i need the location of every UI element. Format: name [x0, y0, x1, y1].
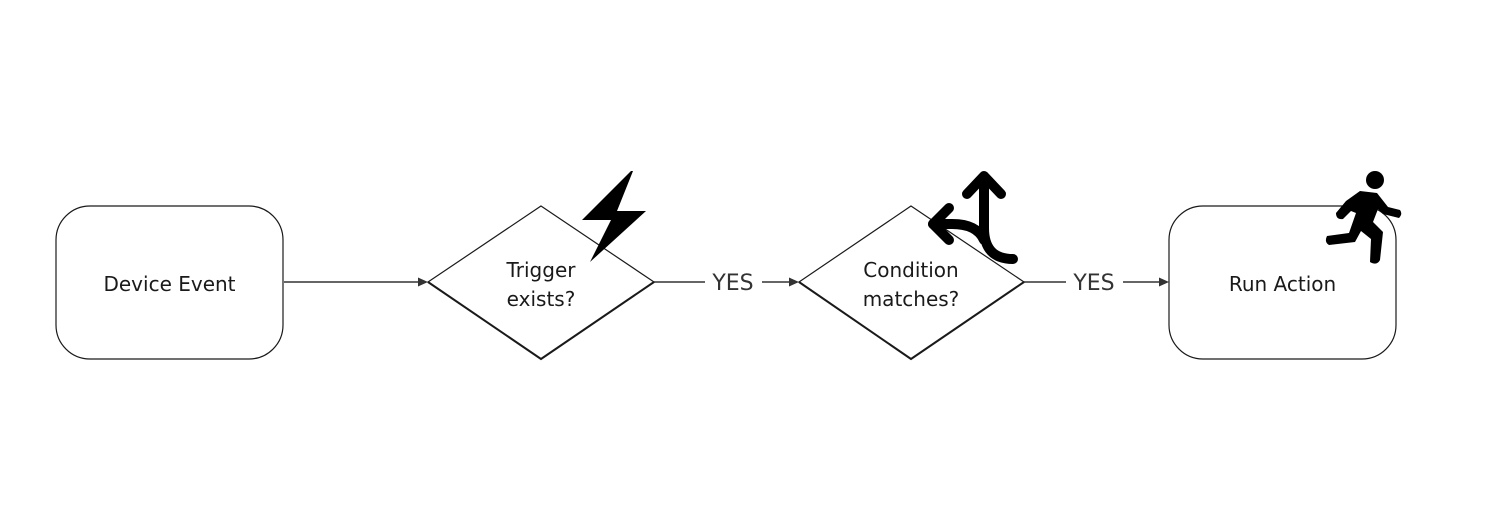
running-person-icon	[1325, 171, 1402, 264]
node-run-action: Run Action	[1168, 205, 1397, 360]
node-condition-line1: Condition	[863, 258, 958, 282]
node-trigger-line1: Trigger	[506, 258, 577, 282]
node-trigger-line2: exists?	[507, 287, 576, 311]
node-condition-line2: matches?	[863, 287, 960, 311]
node-device-event-label: Device Event	[103, 272, 235, 296]
edge-label-yes-2: YES	[1072, 271, 1114, 296]
node-run-action-label: Run Action	[1229, 272, 1336, 296]
edge-device-to-trigger	[284, 277, 428, 287]
node-trigger-exists: Trigger exists?	[426, 205, 656, 361]
lightning-bolt-icon	[582, 171, 646, 262]
node-condition-matches: Condition matches?	[797, 205, 1026, 361]
node-device-event: Device Event	[55, 205, 284, 360]
edge-trigger-to-condition: YES	[654, 271, 799, 296]
branch-arrow-icon	[928, 171, 1018, 264]
edge-condition-to-action: YES	[1024, 271, 1169, 296]
edge-label-yes-1: YES	[711, 271, 753, 296]
